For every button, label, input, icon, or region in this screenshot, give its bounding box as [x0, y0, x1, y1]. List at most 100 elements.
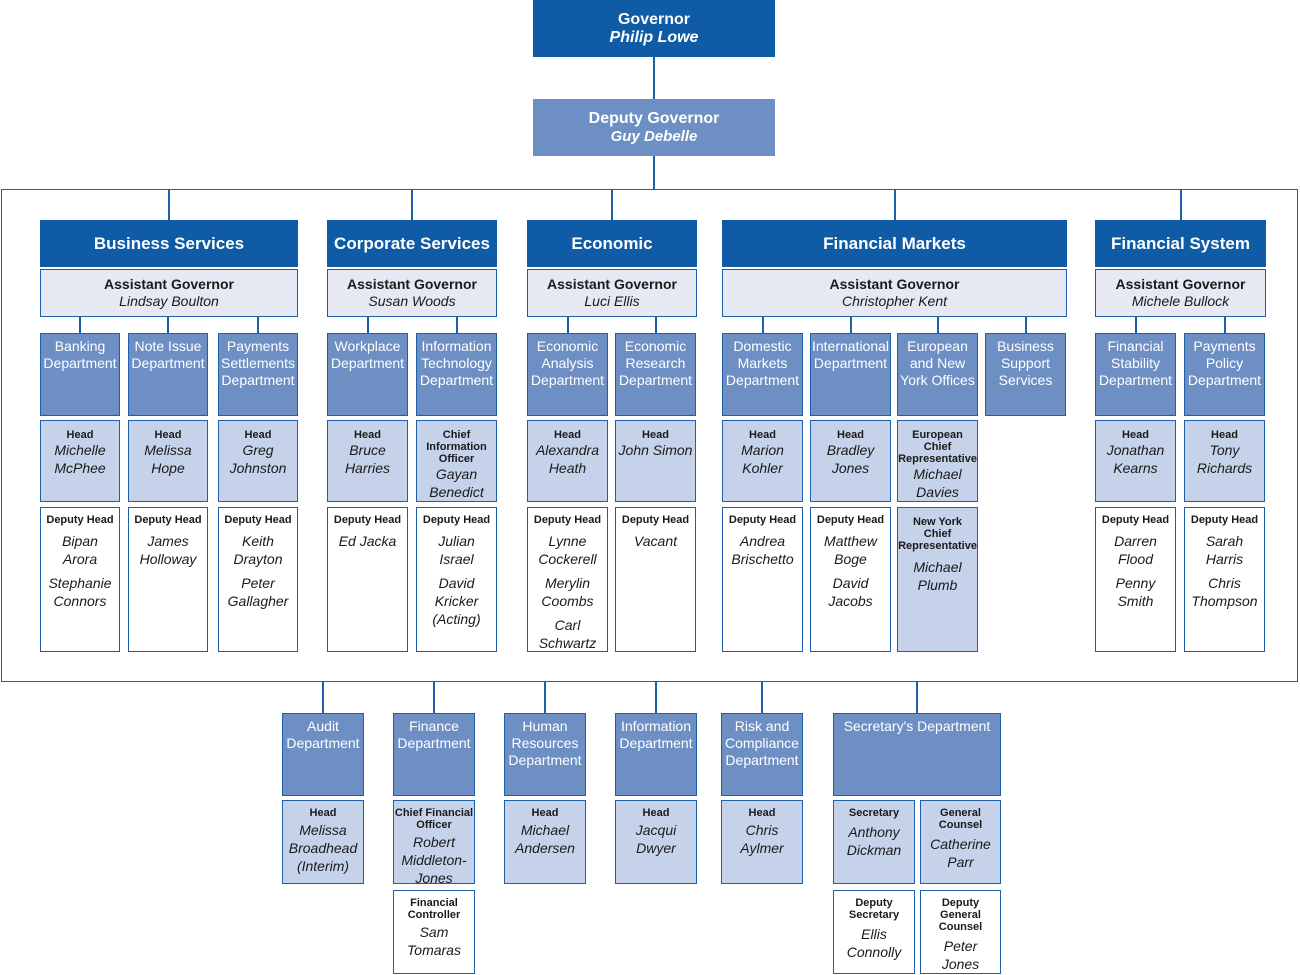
department-box: Financial Stability Department: [1095, 333, 1176, 416]
role-name: Anthony Dickman: [846, 824, 902, 858]
role-name: Jacqui Dwyer: [635, 822, 677, 856]
assistant-governor-title: Assistant Governor: [104, 276, 234, 292]
assistant-governor-name: Michele Bullock: [1131, 293, 1230, 309]
head-label: Head: [642, 429, 669, 441]
group-title: Financial Markets: [823, 233, 966, 253]
department-name: Domestic Markets Department: [725, 338, 800, 388]
group-title: Corporate Services: [334, 233, 490, 253]
department-box: Workplace Department: [327, 333, 408, 416]
deputy-name: Stephanie Connors: [48, 575, 112, 609]
bottom-department-box: Finance Department: [393, 713, 475, 796]
deputy-label: Deputy Head: [134, 514, 202, 526]
assistant-governor-title: Assistant Governor: [1115, 276, 1246, 292]
deputy-name: Lynne Cockerell: [538, 533, 597, 567]
head-name: Tony Richards: [1196, 442, 1253, 476]
connector-bottom-3: [655, 682, 657, 713]
department-box: International Department: [810, 333, 891, 416]
deputy-label: Deputy Head: [46, 514, 114, 526]
deputy-label: Deputy Head: [816, 514, 885, 526]
connector-bottom-5: [916, 682, 918, 713]
governor-box: Governor Philip Lowe: [533, 0, 775, 57]
deputy-label: Deputy Head: [728, 514, 797, 526]
deputy-name: Peter Gallagher: [227, 575, 289, 609]
assistant-governor-name: Susan Woods: [368, 293, 456, 309]
department-name: Financial Stability Department: [1098, 338, 1173, 388]
role-name: Peter Jones: [941, 938, 980, 972]
deputy-label: Deputy Head: [621, 514, 690, 526]
governor-title: Governor: [617, 10, 690, 28]
deputy-name: Sarah Harris: [1205, 533, 1244, 567]
department-name: Payments Policy Department: [1187, 338, 1262, 388]
role-label: General Counsel: [938, 807, 983, 831]
department-box: Business Support Services: [985, 333, 1066, 416]
head-name: Bradley Jones: [826, 442, 875, 476]
head-name: Gayan Benedict: [429, 466, 484, 500]
connector-dept-0-0: [79, 317, 81, 333]
role-name: Chris Aylmer: [740, 822, 784, 856]
group-header-2: Economic: [527, 220, 697, 267]
deputy-label: Deputy Head: [224, 514, 292, 526]
role-label: Chief Financial Officer: [394, 807, 474, 831]
connector-deputy-frame: [653, 156, 655, 189]
head-label: Head: [1211, 429, 1238, 441]
role-label: Deputy General Counsel: [938, 897, 983, 933]
deputy-label: Deputy Head: [1190, 514, 1259, 526]
deputy-name: Julian Israel: [438, 533, 475, 567]
bottom-department-name: Finance Department: [397, 718, 471, 751]
department-name: European and New York Offices: [900, 338, 975, 388]
assistant-governor-title: Assistant Governor: [829, 276, 960, 292]
connector-bottom-1: [433, 682, 435, 713]
group-title: Economic: [571, 233, 653, 253]
role-label: Head: [748, 807, 776, 819]
assistant-governor-name: Christopher Kent: [841, 293, 948, 309]
deputy-name: Chris Thompson: [1191, 575, 1258, 609]
deputy-name: Ed Jacka: [338, 533, 397, 549]
deputy-label: Deputy Head: [422, 514, 491, 526]
bottom-department-box: Human Resources Department: [504, 713, 586, 796]
role-label: Head: [531, 807, 559, 819]
department-name: Economic Research Department: [618, 338, 693, 388]
connector-governor-deputy: [653, 57, 655, 99]
bottom-department-name: Risk and Compliance Department: [725, 718, 799, 768]
assistant-governor-name: Lindsay Boulton: [119, 293, 219, 309]
connector-dept-3-2: [936, 317, 939, 333]
connector-dept-0-2: [257, 317, 259, 333]
connector-dept-0-1: [167, 317, 169, 333]
department-box: European and New York Offices: [897, 333, 978, 416]
connector-bottom-0: [322, 682, 324, 713]
head-name: Jonathan Kearns: [1106, 442, 1165, 476]
role-name: Sam Tomaras: [407, 924, 461, 958]
governor-name: Philip Lowe: [609, 28, 699, 46]
department-box: Economic Research Department: [615, 333, 696, 416]
bottom-department-box: Audit Department: [282, 713, 364, 796]
assistant-governor-name: Luci Ellis: [584, 293, 640, 309]
bottom-department-name: Secretary's Department: [843, 718, 991, 734]
connector-dept-1-1: [455, 317, 458, 333]
role-name: Ellis Connolly: [846, 926, 902, 960]
deputy-name: Darren Flood: [1114, 533, 1157, 567]
connector-group-0: [168, 189, 170, 220]
connector-dept-3-0: [761, 317, 764, 333]
bottom-department-name: Human Resources Department: [508, 718, 582, 768]
assistant-governor-title: Assistant Governor: [347, 276, 477, 292]
bottom-department-box: Risk and Compliance Department: [721, 713, 803, 796]
